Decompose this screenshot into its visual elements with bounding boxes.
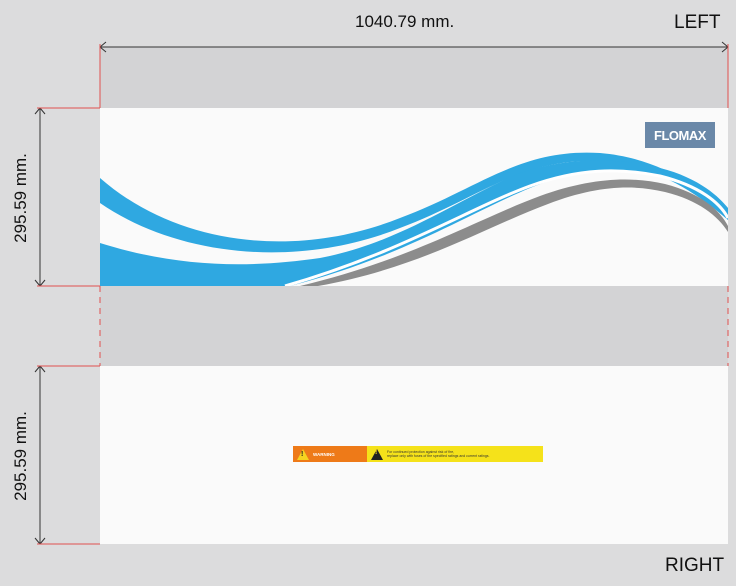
wave-graphic	[100, 152, 728, 286]
warning-title-box: WARNING	[293, 446, 367, 462]
height-dimension-label-bottom: 295.59 mm.	[11, 411, 30, 501]
left-side-label: LEFT	[674, 12, 721, 33]
right-side-label: RIGHT	[665, 555, 725, 576]
height-dimension-label-top: 295.59 mm.	[11, 153, 30, 243]
electric-hazard-icon	[371, 448, 383, 460]
warning-text-line-2: replace only with fuses of the specified…	[387, 454, 490, 458]
label-panel-left: FLOMAX	[100, 108, 728, 286]
warning-text-box: For continued protection against risk of…	[367, 446, 543, 462]
left-side-band-top	[40, 108, 100, 286]
warning-triangle-icon	[297, 448, 309, 460]
warning-title: WARNING	[313, 451, 335, 457]
flomax-logo: FLOMAX	[645, 122, 715, 148]
logo-text: FLOMAX	[654, 127, 706, 143]
warning-text: For continued protection against risk of…	[387, 450, 490, 459]
width-dimension-label: 1040.79 mm.	[355, 12, 455, 31]
top-margin-band	[100, 47, 728, 108]
middle-gap-band	[100, 286, 728, 366]
warning-strip: WARNING For continued protection against…	[293, 446, 543, 462]
label-panel-right: WARNING For continued protection against…	[100, 366, 728, 544]
warning-text-line-1: For continued protection against risk of…	[387, 449, 455, 454]
